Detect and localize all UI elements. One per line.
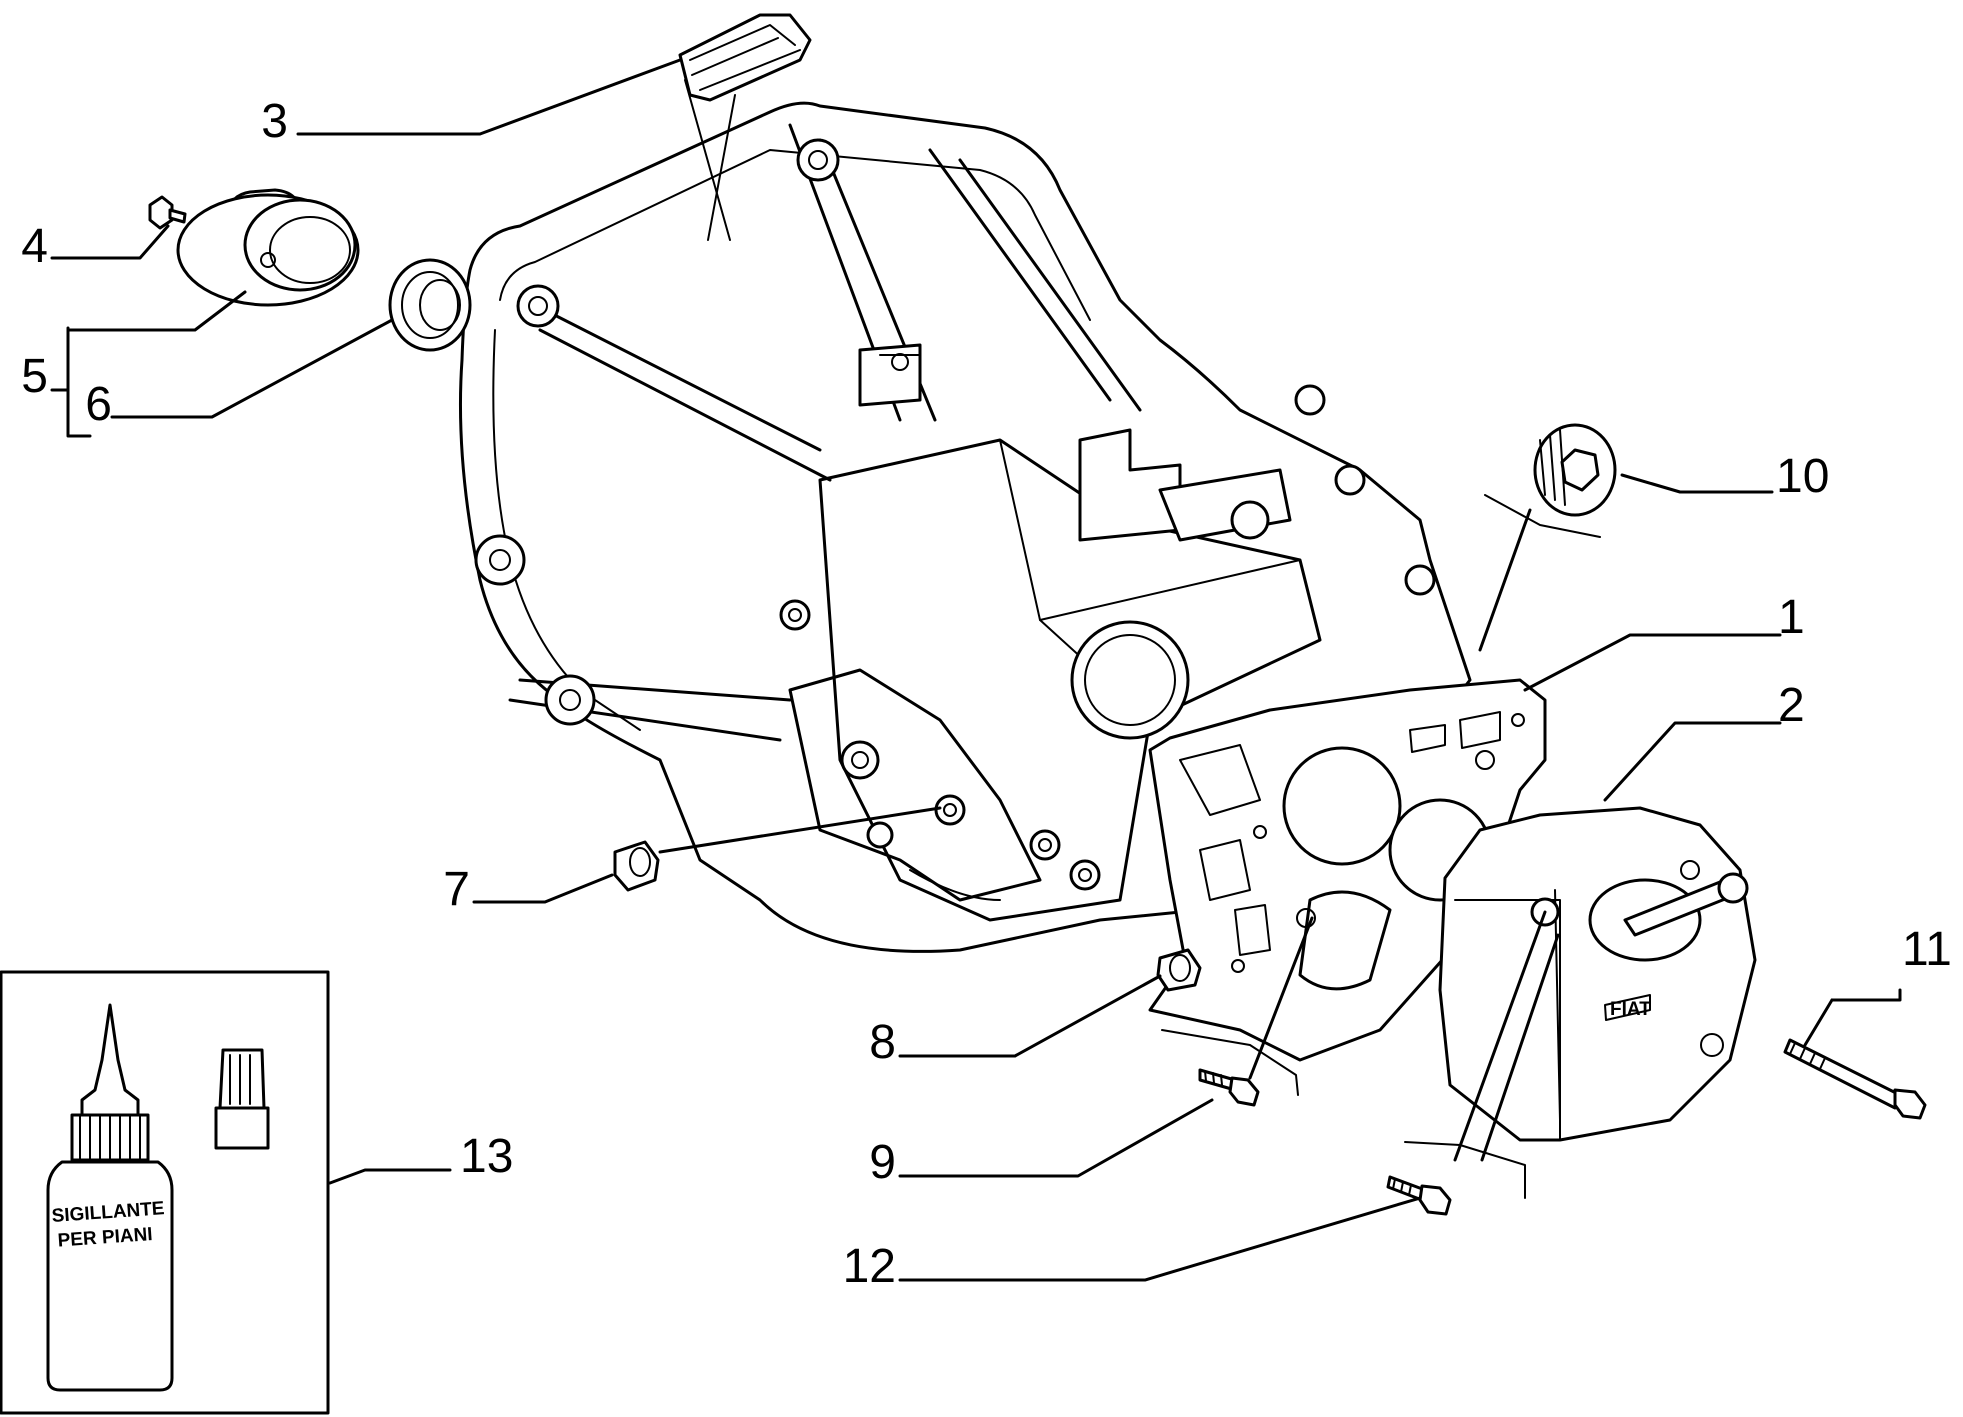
callout-7: 7 — [443, 863, 470, 916]
callout-9: 9 — [869, 1136, 896, 1189]
part-3-breather-cap — [678, 13, 812, 241]
callout-6: 6 — [85, 378, 112, 431]
callout-1: 1 — [1778, 591, 1805, 644]
callout-11: 11 — [1902, 923, 1952, 976]
callout-12: 12 — [843, 1240, 896, 1293]
part-11-long-bolt — [1783, 1038, 1927, 1120]
part-2-rear-cover: FIAT — [1438, 806, 1757, 1142]
callout-3: 3 — [261, 95, 288, 148]
part-7-plug — [613, 840, 660, 892]
part-5-bearing-cover — [176, 188, 360, 307]
gearbox-housing — [458, 101, 1472, 953]
callout-5: 5 — [21, 350, 48, 403]
part-1-end-plate — [1148, 678, 1547, 1062]
cover-logo: FIAT — [1610, 999, 1651, 1020]
part-9-bolt — [1198, 1068, 1260, 1107]
leader-lines — [50, 58, 1902, 1282]
callout-10: 10 — [1776, 450, 1829, 503]
part-8-plug — [1156, 948, 1202, 992]
part-12-bolt — [1386, 1175, 1452, 1216]
callout-13: 13 — [460, 1130, 513, 1183]
callout-4: 4 — [21, 220, 48, 273]
part-13-sealant-kit: SIGILLANTE PER PIANI — [0, 970, 330, 1415]
callout-labels: 1 2 3 4 5 6 7 8 9 10 11 12 13 — [21, 95, 1952, 1293]
part-4-bolt — [148, 195, 187, 230]
part-10-threaded-plug — [1533, 423, 1617, 517]
callout-2: 2 — [1778, 679, 1805, 732]
part-6-oil-seal — [388, 258, 472, 352]
callout-8: 8 — [869, 1016, 896, 1069]
